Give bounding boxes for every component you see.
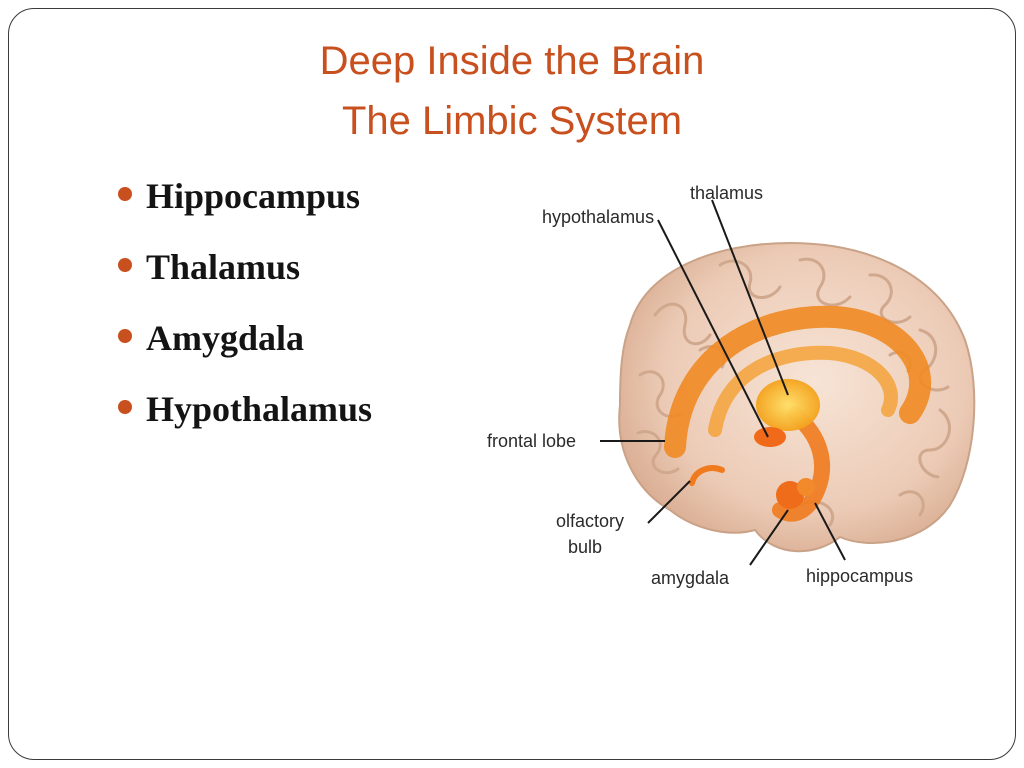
label-hypothalamus: hypothalamus <box>542 207 654 227</box>
label-thalamus: thalamus <box>690 183 763 203</box>
leader-lines <box>600 199 846 566</box>
label-hippocampus: hippocampus <box>806 566 913 586</box>
bullet-dot-icon <box>118 258 132 272</box>
bullet-text: Hippocampus <box>146 176 361 216</box>
cingulate-arc <box>664 305 932 458</box>
bullet-item: Thalamus <box>112 241 372 312</box>
bullet-text: Thalamus <box>146 247 301 287</box>
bullet-list: Hippocampus Thalamus Amygdala Hypothalam… <box>112 170 372 454</box>
bullet-item: Hypothalamus <box>112 383 372 454</box>
label-frontal-lobe: frontal lobe <box>487 431 576 451</box>
hippocampus-structure <box>772 407 831 522</box>
bullet-text: Hypothalamus <box>146 389 373 429</box>
bullet-item: Hippocampus <box>112 170 372 241</box>
slide-title-line-2: The Limbic System <box>341 99 683 143</box>
label-olfactory-line2: bulb <box>568 537 602 557</box>
hypothalamus-structure <box>754 427 786 447</box>
bullet-text: Amygdala <box>146 318 305 358</box>
label-olfactory-line1: olfactory <box>556 511 624 531</box>
olfactory-bulb-structure <box>689 465 725 486</box>
bullet-dot-icon <box>118 329 132 343</box>
bullet-item: Amygdala <box>112 312 372 383</box>
amygdala-structure <box>776 481 804 509</box>
limbic-system-diagram: thalamus hypothalamus frontal lobe olfac… <box>487 183 976 588</box>
bullet-dot-icon <box>118 400 132 414</box>
bullet-dot-icon <box>118 187 132 201</box>
label-amygdala: amygdala <box>651 568 730 588</box>
thalamus-structure <box>756 379 820 431</box>
slide-title-line-1: Deep Inside the Brain <box>319 39 705 83</box>
